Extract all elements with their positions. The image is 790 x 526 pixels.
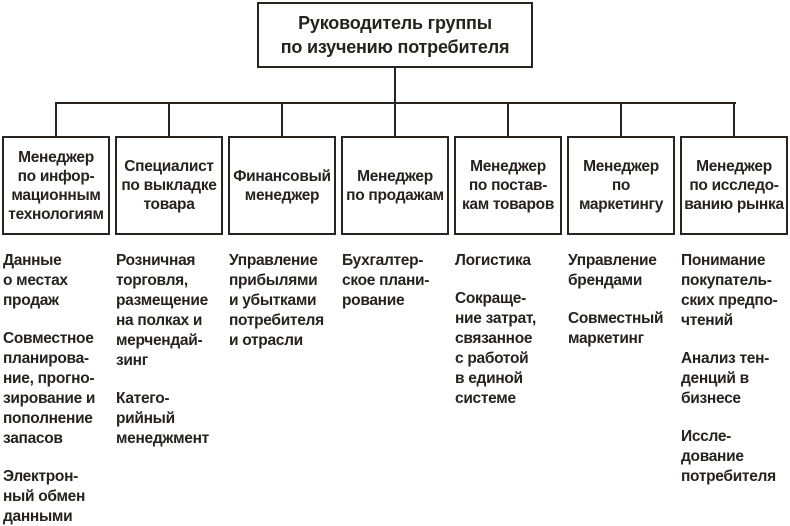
duty-item: Бухгалтер- ское плани- рование (342, 252, 430, 309)
duty-item: Управление брендами (568, 252, 657, 289)
connector-drop (620, 104, 622, 136)
org-column: Менеджер по исследо- ванию рынка Пониман… (678, 102, 790, 526)
duty-item: Понимание покупатель- ских предпо- чтени… (681, 252, 778, 329)
duty-item: Розничная торговля, размещение на полках… (116, 252, 208, 369)
role-label: Менеджер по продажам (346, 167, 444, 204)
org-column: Финансовый менеджер Управление прибылями… (226, 102, 339, 526)
role-box: Менеджер по постав- кам товаров (454, 136, 562, 235)
org-column: Менеджер по продажам Бухгалтер- ское пла… (339, 102, 452, 526)
role-box: Менеджер по инфор- мационным технологиям (2, 136, 110, 235)
duty-item: Данные о местах продаж (3, 252, 68, 309)
org-column: Менеджер по маркетингу Управление бренда… (565, 102, 678, 526)
connector-drop (281, 104, 283, 136)
connector-drop (168, 104, 170, 136)
connector-stem (394, 68, 396, 103)
duty-item: Управление прибылями и убытками потребит… (229, 252, 324, 349)
org-column: Специалист по выкладке товара Розничная … (113, 102, 226, 526)
duty-item: Совместное планирова- ние, прогно- зиров… (3, 330, 96, 447)
org-column: Менеджер по инфор- мационным технологиям… (0, 102, 113, 526)
role-label: Менеджер по постав- кам товаров (461, 158, 555, 213)
role-box: Менеджер по продажам (341, 136, 449, 235)
role-label: Специалист по выкладке товара (121, 158, 217, 213)
role-box: Финансовый менеджер (228, 136, 336, 235)
duties-list: Понимание покупатель- ских предпо- чтени… (681, 251, 790, 505)
connector-bar (55, 102, 736, 104)
role-box: Менеджер по исследо- ванию рынка (680, 136, 788, 235)
role-box: Специалист по выкладке товара (115, 136, 223, 235)
role-label: Менеджер по маркетингу (578, 158, 664, 213)
role-label: Менеджер по инфор- мационным технологиям (8, 148, 104, 223)
duty-item: Анализ тен- денций в бизнесе (681, 350, 769, 407)
root-box: Руководитель группы по изучению потребит… (257, 2, 533, 68)
connector-drop (733, 104, 735, 136)
role-box: Менеджер по маркетингу (567, 136, 675, 235)
duty-item: Сокраще- ние затрат, связанное с работой… (455, 290, 537, 407)
org-column: Менеджер по постав- кам товаров Логистик… (452, 102, 565, 526)
duty-item: Логистика (455, 252, 531, 269)
connector-drop (507, 104, 509, 136)
duty-item: Совместный маркетинг (568, 310, 664, 347)
connector-drop (55, 104, 57, 136)
duties-list: Розничная торговля, размещение на полках… (116, 251, 226, 467)
duties-list: Управление прибылями и убытками потребит… (229, 251, 339, 369)
root-box-label: Руководитель группы по изучению потребит… (280, 13, 510, 57)
role-label: Финансовый менеджер (233, 167, 331, 204)
duty-item: Катего- рийный менеджмент (116, 390, 209, 447)
duties-list: Бухгалтер- ское плани- рование (342, 251, 452, 329)
role-label: Менеджер по исследо- ванию рынка (684, 158, 784, 213)
duty-item: Иссле- дование потребителя (681, 428, 776, 485)
duty-item: Электрон- ный обмен данными (3, 468, 86, 525)
connector-drop (394, 104, 396, 136)
